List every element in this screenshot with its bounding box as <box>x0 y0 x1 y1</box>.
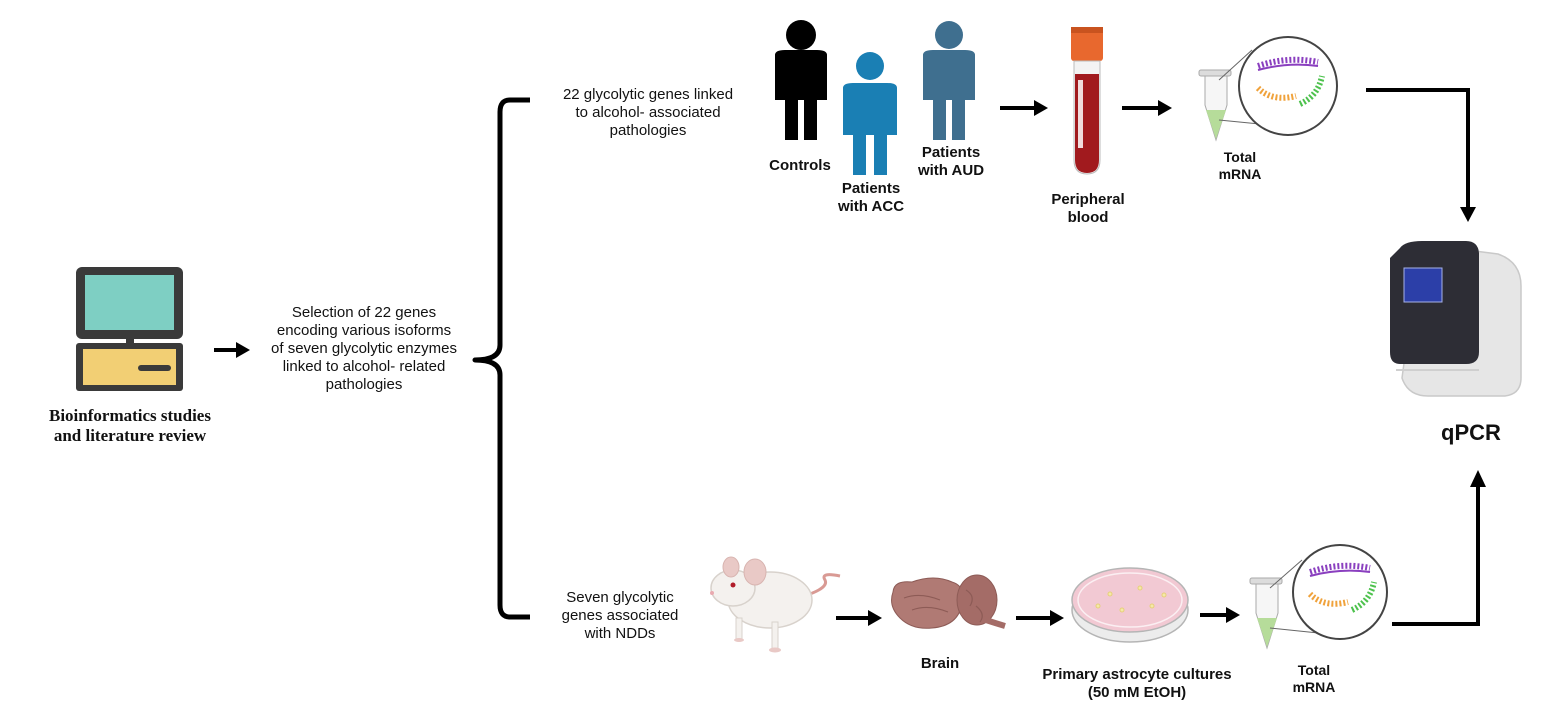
person-icon-aud <box>923 21 975 140</box>
branch-brace <box>472 97 530 620</box>
brain-icon <box>891 574 1006 629</box>
bottom-mrna-label: Total mRNA <box>1292 662 1336 695</box>
top-branch-text: 22 glycolytic genes linked to alcohol- a… <box>562 86 734 139</box>
brain-label: Brain <box>920 655 960 672</box>
arrow-culture-to-mrna <box>1200 607 1240 623</box>
arrow-blood-to-mrna <box>1122 100 1172 116</box>
qpcr-machine-icon <box>1390 241 1522 397</box>
acc-label: Patients with ACC <box>837 180 905 215</box>
blood-tube-icon <box>1071 27 1103 175</box>
computer-icon <box>76 267 183 391</box>
petri-dish-icon <box>1071 567 1189 643</box>
controls-label: Controls <box>769 157 831 174</box>
mouse-icon <box>710 556 841 653</box>
top-mrna-label: Total mRNA <box>1218 149 1262 182</box>
microtube-icon-bottom <box>1249 559 1329 650</box>
arrow-people-to-blood <box>1000 100 1048 116</box>
arrow-top-to-qpcr <box>1366 88 1476 222</box>
person-icon-acc <box>843 52 897 175</box>
selection-text: Selection of 22 genes encoding various i… <box>271 304 457 393</box>
aud-label: Patients with AUD <box>917 144 985 179</box>
qpcr-label: qPCR <box>1441 420 1501 445</box>
start-label: Bioinformatics studies and literature re… <box>49 406 211 446</box>
arrow-bottom-to-qpcr <box>1392 470 1486 626</box>
culture-label: Primary astrocyte cultures (50 mM EtOH) <box>1042 666 1232 701</box>
arrow-mouse-to-brain <box>836 610 882 626</box>
arrow-computer-to-selection <box>214 342 250 358</box>
rna-icon-bottom <box>1292 544 1388 640</box>
bottom-branch-text: Seven glycolytic genes associated with N… <box>561 589 679 642</box>
blood-label: Peripheral blood <box>1051 191 1125 226</box>
person-icon-controls <box>775 20 827 140</box>
rna-icon-top <box>1238 36 1338 136</box>
arrow-brain-to-culture <box>1016 610 1064 626</box>
microtube-icon-top <box>1198 49 1281 142</box>
